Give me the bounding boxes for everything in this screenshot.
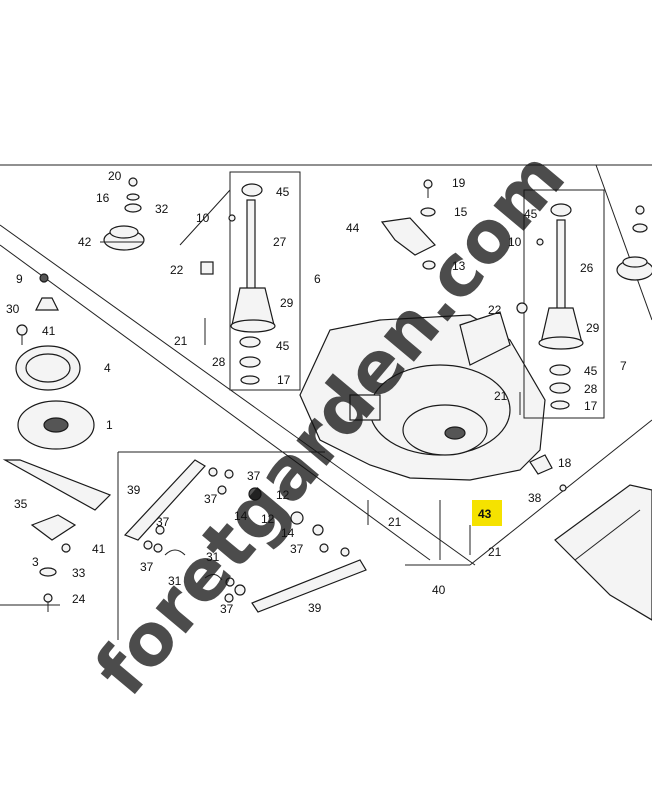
callout-41b: 41 xyxy=(92,542,106,556)
callout-40: 40 xyxy=(432,583,446,597)
callout-28b: 28 xyxy=(584,382,598,396)
callout-12: 12 xyxy=(276,488,290,502)
spindle-assembly-left xyxy=(200,171,301,391)
callout-14: 14 xyxy=(234,509,248,523)
callout-labels: 20 16 32 42 9 30 41 4 1 35 3 41 33 24 10… xyxy=(6,169,627,616)
bracket-parts xyxy=(380,179,436,270)
callout-42: 42 xyxy=(78,235,92,249)
callout-21: 21 xyxy=(174,334,188,348)
callout-10: 10 xyxy=(196,211,210,225)
callout-26: 26 xyxy=(580,261,594,275)
callout-38: 38 xyxy=(528,491,542,505)
callout-13: 13 xyxy=(452,259,466,273)
callout-22b: 22 xyxy=(488,303,502,317)
callout-1: 1 xyxy=(106,418,113,432)
highlighted-callout[interactable]: 43 xyxy=(472,500,502,526)
mower-deck xyxy=(299,311,546,481)
callout-18: 18 xyxy=(558,456,572,470)
callout-37a: 37 xyxy=(204,492,218,506)
callout-37f: 37 xyxy=(220,602,234,616)
callout-22: 22 xyxy=(170,263,184,277)
discharge-chute xyxy=(554,484,652,621)
callout-35: 35 xyxy=(14,497,28,511)
callout-19: 19 xyxy=(452,176,466,190)
callout-37b: 37 xyxy=(247,469,261,483)
callout-21d: 21 xyxy=(488,545,502,559)
callout-43[interactable]: 43 xyxy=(478,507,492,521)
callout-21c: 21 xyxy=(388,515,402,529)
callout-37e: 37 xyxy=(290,542,304,556)
pulley-right xyxy=(616,205,652,281)
callout-21b: 21 xyxy=(494,389,508,403)
callout-32: 32 xyxy=(155,202,169,216)
callout-37d: 37 xyxy=(140,560,154,574)
highlight-box[interactable] xyxy=(472,500,502,526)
callout-44: 44 xyxy=(346,221,360,235)
callout-45: 45 xyxy=(276,185,290,199)
callout-31: 31 xyxy=(206,550,220,564)
callout-6: 6 xyxy=(314,272,321,286)
callout-24: 24 xyxy=(72,592,86,606)
linkage-arms xyxy=(123,459,367,613)
callout-41: 41 xyxy=(42,324,56,338)
frame-lines xyxy=(0,164,652,640)
callout-39: 39 xyxy=(127,483,141,497)
callout-20: 20 xyxy=(108,169,122,183)
callout-37c: 37 xyxy=(156,515,170,529)
callout-45b: 45 xyxy=(276,339,290,353)
callout-27: 27 xyxy=(273,235,287,249)
callout-17: 17 xyxy=(277,373,291,387)
callout-10b: 10 xyxy=(508,235,522,249)
callout-14b: 14 xyxy=(281,526,295,540)
callout-15: 15 xyxy=(454,205,468,219)
callout-17b: 17 xyxy=(584,399,598,413)
callout-9: 9 xyxy=(16,272,23,286)
callout-4: 4 xyxy=(104,361,111,375)
left-parts xyxy=(2,273,112,612)
callout-3: 3 xyxy=(32,555,39,569)
callout-45c: 45 xyxy=(524,207,538,221)
callout-16: 16 xyxy=(96,191,110,205)
callout-7: 7 xyxy=(620,359,627,373)
callout-29b: 29 xyxy=(586,321,600,335)
callout-29: 29 xyxy=(280,296,294,310)
pulley-group-left xyxy=(100,177,145,251)
spindle-assembly-right xyxy=(516,189,605,419)
callout-28: 28 xyxy=(212,355,226,369)
deck-hardware xyxy=(367,454,567,560)
callout-33: 33 xyxy=(72,566,86,580)
callout-45d: 45 xyxy=(584,364,598,378)
callout-31b: 31 xyxy=(168,574,182,588)
callout-39b: 39 xyxy=(308,601,322,615)
callout-12b: 12 xyxy=(261,512,275,526)
callout-30: 30 xyxy=(6,302,20,316)
